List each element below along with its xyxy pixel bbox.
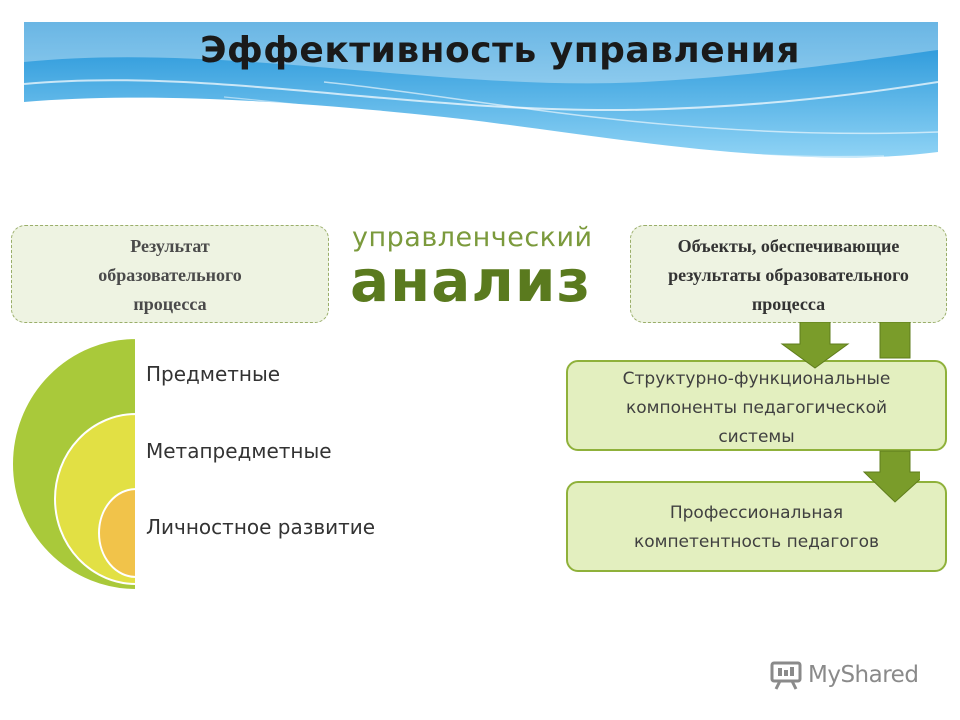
- slide-title: Эффективность управления: [200, 30, 800, 71]
- competence-box-line: Профессиональная: [669, 503, 844, 523]
- header-banner: [24, 22, 938, 158]
- result-box-line: процесса: [133, 294, 207, 314]
- result-box-line: Результат: [130, 236, 210, 256]
- watermark-text: MyShared: [808, 662, 919, 688]
- arrow-down-icon: [862, 450, 920, 503]
- components-box-line: Структурно-функциональные: [622, 369, 891, 389]
- objects-box: Объекты, обеспечивающие результаты образ…: [630, 225, 947, 323]
- competence-box: Профессиональная компетентность педагого…: [566, 481, 947, 572]
- presentation-board-icon: [770, 661, 802, 690]
- result-box-line: образовательного: [98, 265, 242, 285]
- objects-box-line: Объекты, обеспечивающие: [677, 236, 900, 256]
- level-label: Метапредметные: [146, 439, 332, 463]
- watermark-logo: MyShared: [770, 660, 919, 690]
- analysis-title: анализ: [350, 247, 592, 315]
- objects-box-line: процесса: [751, 294, 826, 314]
- levels-diagram: [12, 338, 137, 590]
- level-arc-inner: [98, 487, 137, 579]
- flow-arrows: [780, 322, 920, 503]
- result-box: Результат образовательного процесса: [11, 225, 329, 323]
- level-label: Предметные: [146, 362, 281, 386]
- arrow-down-icon: [879, 322, 911, 359]
- level-label: Личностное развитие: [146, 515, 376, 539]
- components-box: Структурно-функциональные компоненты пед…: [566, 360, 947, 451]
- competence-box-line: компетентность педагогов: [633, 532, 880, 552]
- components-box-line: компоненты педагогической: [625, 398, 888, 418]
- analysis-subtitle: управленческий: [352, 222, 593, 253]
- objects-box-line: результаты образовательного: [668, 265, 909, 285]
- arrow-down-icon: [780, 322, 850, 369]
- components-box-line: системы: [718, 427, 795, 447]
